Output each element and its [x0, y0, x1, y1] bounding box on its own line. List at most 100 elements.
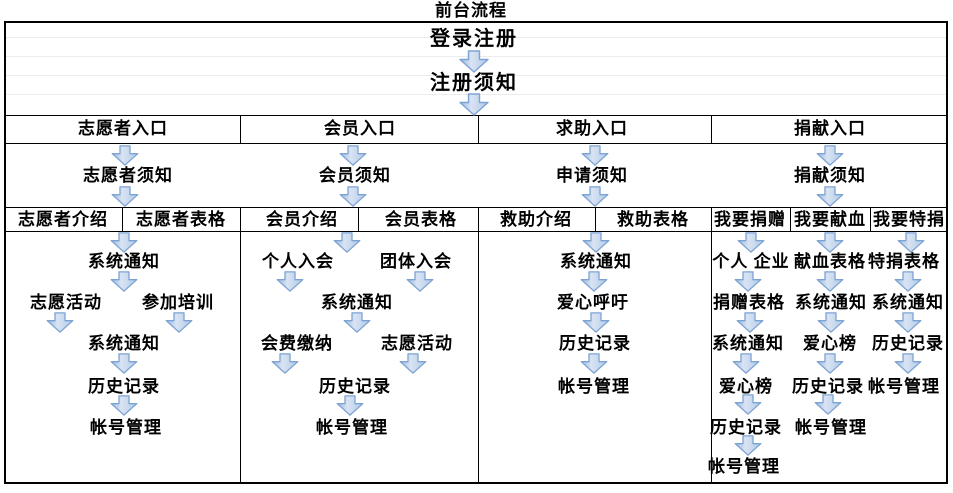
flow-node: 系统通知 [321, 293, 393, 312]
flow-node: 帐号管理 [868, 377, 940, 396]
flow-node: 捐赠表格 [713, 293, 785, 312]
grid-vline [478, 115, 479, 143]
flow-node: 爱心榜 [803, 334, 857, 353]
down-arrow-icon [337, 186, 369, 207]
flow-node: 系统通知 [872, 293, 944, 312]
flow-node: 团体入会 [380, 252, 452, 271]
down-arrow-icon [578, 271, 610, 292]
grid-vline [122, 207, 123, 231]
grid-vline [240, 207, 241, 484]
down-arrow-icon [108, 353, 140, 374]
down-arrow-icon [579, 186, 611, 207]
down-arrow-icon [892, 353, 924, 374]
flow-node: 帐号管理 [795, 418, 867, 437]
flow-node: 系统通知 [560, 252, 632, 271]
down-arrow-icon [812, 394, 844, 415]
grid-vline [595, 207, 596, 231]
flow-node: 个人入会 [262, 252, 334, 271]
down-arrow-icon [331, 232, 363, 253]
column-header-donation: 捐献入口 [794, 119, 866, 138]
grid-vline [870, 207, 871, 231]
down-arrow-icon [457, 50, 491, 73]
column-header-volunteer: 志愿者入口 [78, 119, 168, 138]
faint-gridline [6, 37, 946, 38]
subheader-rescue-form: 救助表格 [617, 210, 689, 229]
down-arrow-icon [580, 232, 612, 253]
table-border [4, 21, 948, 484]
down-arrow-icon [814, 353, 846, 374]
faint-gridline [6, 75, 946, 76]
flow-node-register-notice: 注册须知 [430, 72, 518, 94]
flow-node: 个人 企业 [712, 252, 790, 271]
grid-hline [4, 207, 948, 208]
down-arrow-icon [815, 312, 847, 333]
subheader-rescue-intro: 救助介绍 [500, 210, 572, 229]
flow-node: 帐号管理 [316, 418, 388, 437]
down-arrow-icon [730, 353, 762, 374]
subheader-blood: 我要献血 [794, 210, 866, 229]
flow-node: 志愿活动 [30, 293, 102, 312]
flow-node: 特捐表格 [868, 252, 940, 271]
subheader-member-intro: 会员介绍 [266, 210, 338, 229]
page-title: 前台流程 [435, 1, 507, 20]
flow-node: 帐号管理 [90, 418, 162, 437]
down-arrow-icon [457, 93, 491, 116]
flow-node: 历史记录 [559, 334, 631, 353]
down-arrow-icon [579, 145, 611, 166]
grid-vline [358, 207, 359, 231]
flow-node: 系统通知 [795, 293, 867, 312]
grid-vline [240, 115, 241, 143]
notice-volunteer: 志愿者须知 [83, 166, 173, 185]
down-arrow-icon [44, 312, 76, 333]
grid-vline [711, 207, 712, 484]
down-arrow-icon [397, 353, 429, 374]
notice-help: 申请须知 [556, 166, 628, 185]
down-arrow-icon [108, 271, 140, 292]
subheader-volunteer-form: 志愿者表格 [136, 210, 226, 229]
flow-node: 系统通知 [712, 334, 784, 353]
grid-hline [4, 231, 948, 232]
down-arrow-icon [109, 186, 141, 207]
flow-node: 系统通知 [88, 252, 160, 271]
down-arrow-icon [274, 271, 306, 292]
subheader-member-form: 会员表格 [385, 210, 457, 229]
notice-member: 会员须知 [319, 166, 391, 185]
down-arrow-icon [892, 312, 924, 333]
grid-vline [478, 207, 479, 484]
flow-node: 历史记录 [710, 418, 782, 437]
down-arrow-icon [163, 312, 195, 333]
flow-node-login: 登录注册 [430, 28, 518, 50]
flow-node: 参加培训 [142, 293, 214, 312]
down-arrow-icon [814, 145, 846, 166]
column-header-help: 求助入口 [556, 119, 628, 138]
flow-node: 历史记录 [88, 377, 160, 396]
down-arrow-icon [732, 394, 764, 415]
grid-vline [790, 207, 791, 231]
down-arrow-icon [341, 312, 373, 333]
flow-node: 历史记录 [319, 377, 391, 396]
flow-node: 志愿活动 [381, 334, 453, 353]
down-arrow-icon [334, 395, 366, 416]
grid-hline [4, 143, 948, 144]
flow-node: 帐号管理 [708, 457, 780, 476]
flow-node: 系统通知 [88, 334, 160, 353]
notice-donation: 捐献须知 [794, 166, 866, 185]
down-arrow-icon [814, 186, 846, 207]
down-arrow-icon [109, 145, 141, 166]
down-arrow-icon [578, 353, 610, 374]
down-arrow-icon [892, 271, 924, 292]
down-arrow-icon [814, 271, 846, 292]
flow-node: 爱心呼吁 [557, 293, 629, 312]
down-arrow-icon [734, 312, 766, 333]
down-arrow-icon [108, 395, 140, 416]
flow-node: 会费缴纳 [261, 334, 333, 353]
flow-node: 历史记录 [792, 377, 864, 396]
grid-hline [4, 115, 948, 116]
subheader-donate: 我要捐赠 [714, 210, 786, 229]
grid-vline [711, 115, 712, 143]
down-arrow-icon [269, 353, 301, 374]
column-header-member: 会员入口 [324, 119, 396, 138]
subheader-volunteer-intro: 志愿者介绍 [18, 210, 108, 229]
flow-node: 帐号管理 [558, 377, 630, 396]
